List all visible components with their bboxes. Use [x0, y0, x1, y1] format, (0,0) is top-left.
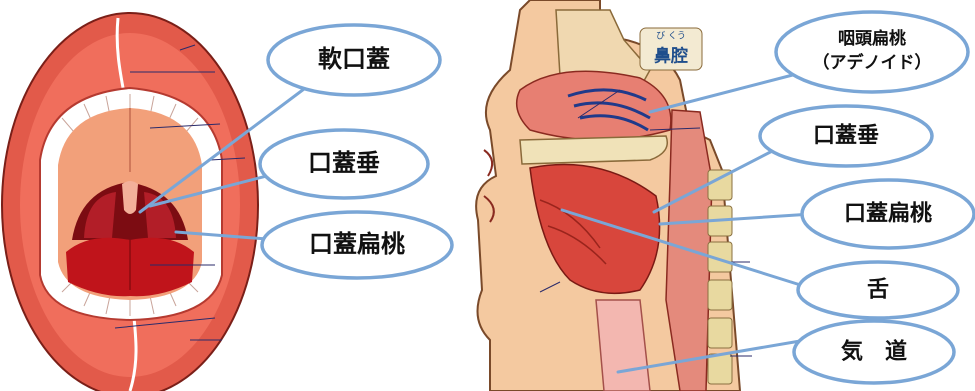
uvula-shape: [122, 181, 138, 214]
right-tonsil-label: 口蓋扁桃: [844, 201, 932, 226]
nasal-cavity-ruby: び くう: [656, 29, 686, 42]
uvula-label: 口蓋垂: [308, 150, 380, 178]
tonsil-label: 口蓋扁桃: [309, 231, 405, 259]
nasal-cavity-label: 鼻腔: [654, 42, 688, 67]
adenoid-label-line1: 咽頭扁桃: [838, 30, 906, 50]
tongue-label: 舌: [867, 277, 889, 302]
head-cross-section-illustration: [476, 0, 752, 391]
open-mouth-illustration: [2, 13, 258, 391]
adenoid-bubble: [776, 12, 968, 92]
soft-palate-label: 軟口蓋: [318, 46, 390, 74]
trachea-label: 気 道: [841, 339, 907, 364]
trachea-shape: [596, 300, 650, 391]
adenoid-label-line2: （アデノイド）: [813, 54, 932, 74]
hard-palate: [520, 136, 667, 164]
right-uvula-label: 口蓋垂: [813, 123, 879, 148]
